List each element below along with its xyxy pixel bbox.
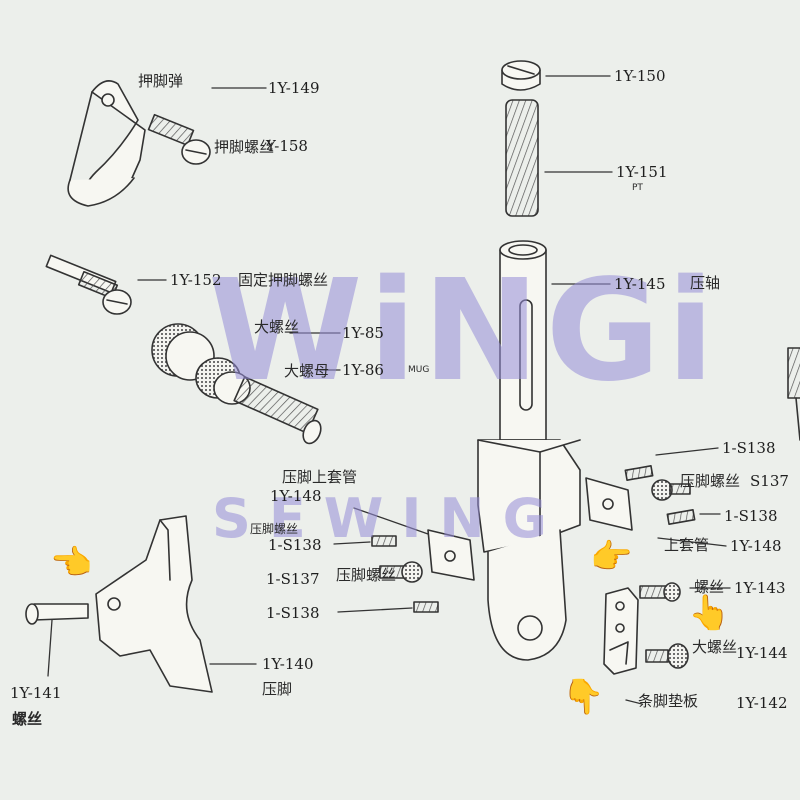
screw-158 [147, 113, 211, 165]
label-1y-143: 1Y-143 [734, 579, 786, 597]
cap-screw-150 [501, 60, 541, 91]
label-1y-86: 1Y-86 [342, 361, 384, 379]
note-158: 押脚螺丝 [214, 138, 275, 156]
screw-141 [25, 603, 89, 625]
note-148r: 上套管 [664, 536, 710, 554]
label-1-s138-a: 1-S138 [722, 439, 776, 457]
presser-spring-149 [67, 80, 146, 207]
leader-138c [333, 541, 371, 545]
note-small-1: MUG [408, 365, 430, 375]
thumb-screw-85 [151, 323, 322, 445]
leader-138d [337, 607, 413, 613]
leader-141 [47, 619, 53, 677]
note-138c: 压脚螺丝 [250, 522, 299, 536]
pointing-hand-icon: 👆 [688, 593, 731, 633]
label-1y-152: 1Y-152 [170, 271, 222, 289]
small-screws-left [371, 535, 439, 613]
label-1-s138-b: 1-S138 [724, 507, 778, 525]
note-137a: 压脚螺丝 [680, 472, 741, 490]
label-1y-150: 1Y-150 [614, 67, 666, 85]
note-143: 螺丝 [694, 578, 725, 596]
label-1y-145: 1Y-145 [614, 275, 666, 293]
presser-bar-145 [477, 240, 581, 661]
note-142: 条脚垫板 [638, 692, 699, 710]
small-screws-right [624, 465, 696, 525]
label-s137-a: S137 [750, 472, 789, 490]
label-1y-142: 1Y-142 [736, 694, 788, 712]
note-140: 压脚 [262, 680, 293, 698]
bushing-block-148l [427, 529, 475, 581]
screw-152 [45, 254, 132, 315]
label-1-s138-d: 1-S138 [266, 604, 320, 622]
label-1y-140: 1Y-140 [262, 655, 314, 673]
note-149: 押脚弹 [138, 72, 184, 90]
pad-plate-142 [603, 582, 689, 675]
leader-138a [655, 447, 719, 456]
note-144: 大螺丝 [692, 638, 738, 656]
pointing-hand-icon: 👈 [50, 543, 93, 583]
note-145: 压轴 [690, 274, 721, 292]
note-137b: 压脚螺丝 [336, 566, 397, 584]
edge-screw [787, 347, 800, 441]
presser-foot-140 [95, 515, 213, 693]
note-86: 大螺母 [284, 362, 330, 380]
spring-151 [505, 99, 539, 217]
leader-148l [353, 507, 429, 535]
note-141: 螺丝 [12, 710, 43, 728]
note-152: 固定押脚螺丝 [238, 271, 329, 289]
label-1y-158: Y-158 [266, 137, 308, 155]
leader-142 [625, 699, 643, 705]
label-1y-149: 1Y-149 [268, 79, 320, 97]
label-1y-141: 1Y-141 [10, 684, 62, 702]
label-1-s137-b: 1-S137 [266, 570, 320, 588]
watermark-sewing: SEWING [212, 487, 565, 550]
watermark-wingi: WiNGi [208, 250, 721, 413]
label-1y-85: 1Y-85 [342, 324, 384, 342]
label-1y-148-left: 1Y-148 [270, 487, 322, 505]
bushing-block-148r [585, 477, 633, 531]
label-1-s138-c: 1-S138 [268, 536, 322, 554]
label-1y-148-right: 1Y-148 [730, 537, 782, 555]
note-85: 大螺丝 [254, 318, 300, 336]
pointing-hand-icon: 👉 [590, 537, 633, 577]
pointing-hand-icon: 👇 [562, 677, 605, 717]
leader-148r [657, 537, 727, 547]
label-1y-151: 1Y-151 [616, 163, 668, 181]
label-1y-144: 1Y-144 [736, 644, 788, 662]
note-148l: 压脚上套管 [282, 468, 358, 486]
note-small-2: PT [632, 183, 643, 193]
